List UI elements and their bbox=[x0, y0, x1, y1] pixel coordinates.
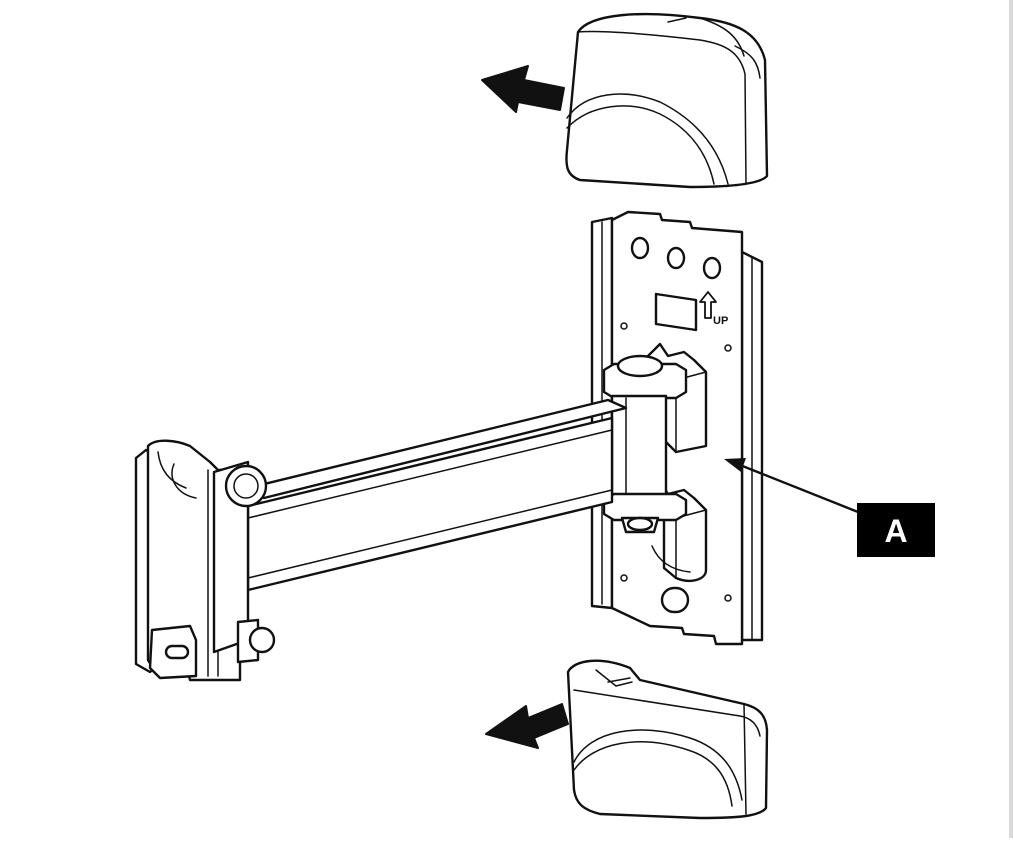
up-arrow-icon bbox=[699, 291, 717, 319]
page-edge-divider bbox=[1009, 0, 1013, 838]
callout-a: A bbox=[724, 458, 935, 557]
bottom-cover bbox=[566, 659, 769, 820]
callout-a-box bbox=[857, 503, 935, 557]
up-marking-text: UP bbox=[713, 315, 728, 327]
top-cover bbox=[565, 12, 769, 189]
swing-arm bbox=[246, 398, 628, 592]
left-arrow-icon bbox=[485, 703, 569, 749]
callout-a-label: A bbox=[884, 513, 907, 549]
left-arrow-icon bbox=[481, 65, 565, 113]
display-bracket bbox=[134, 439, 276, 682]
